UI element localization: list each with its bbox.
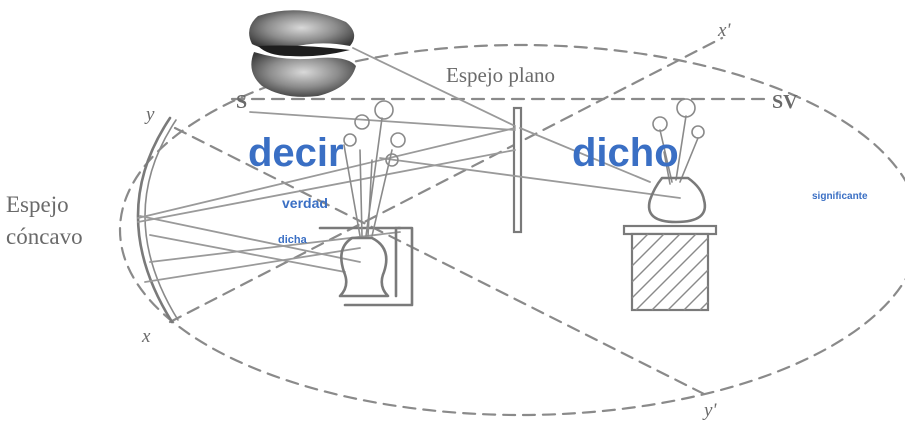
flower-4 xyxy=(343,133,357,147)
label-verdad: verdad xyxy=(282,195,328,211)
pedestal-hatching xyxy=(631,233,709,311)
label-point-x: x xyxy=(141,326,151,347)
real-box-stand xyxy=(343,226,414,307)
flower-1 xyxy=(374,100,394,120)
dashed-line-y-yprime xyxy=(173,126,710,398)
dashed-line-x-xprime xyxy=(168,36,724,324)
ray-mirror-virtual xyxy=(519,127,651,183)
dashed-ellipse xyxy=(119,43,905,417)
real-vase xyxy=(338,236,390,298)
plane-mirror xyxy=(512,106,523,234)
ray-to-virtual-vase xyxy=(379,157,681,199)
label-point-sv: SV xyxy=(772,91,798,113)
real-flowers xyxy=(343,117,393,237)
mouth-icon xyxy=(249,10,356,97)
label-concave-mirror-1: Espejo xyxy=(6,192,69,217)
ray-s-mirror xyxy=(249,111,516,131)
label-dicha: dicha xyxy=(278,234,308,246)
label-point-y: y xyxy=(144,104,155,125)
label-point-x-prime: x' xyxy=(717,20,731,41)
virtual-flower-2 xyxy=(652,116,668,132)
ray-mouth-mirror xyxy=(352,47,516,127)
ray-concave-1 xyxy=(137,127,516,219)
label-decir: decir xyxy=(248,131,344,175)
label-dicho: dicho xyxy=(572,131,679,175)
label-point-s: S xyxy=(236,91,247,113)
virtual-pedestal-top xyxy=(622,224,718,236)
ray-concave-6 xyxy=(149,234,346,273)
virtual-vase xyxy=(647,176,707,224)
flower-3 xyxy=(390,132,406,148)
flower-5 xyxy=(385,153,399,167)
label-concave-mirror-2: cóncavo xyxy=(6,224,83,249)
ray-concave-4 xyxy=(144,247,361,283)
label-plane-mirror: Espejo plano xyxy=(446,63,555,87)
virtual-flower-stems xyxy=(659,115,699,185)
label-significante: significante xyxy=(812,191,868,202)
virtual-pedestal xyxy=(630,232,710,312)
virtual-flower-3 xyxy=(691,125,705,139)
ray-concave-2 xyxy=(137,149,516,223)
flower-2 xyxy=(354,114,370,130)
label-point-y-prime: y' xyxy=(702,400,717,421)
virtual-flower-1 xyxy=(676,98,696,118)
